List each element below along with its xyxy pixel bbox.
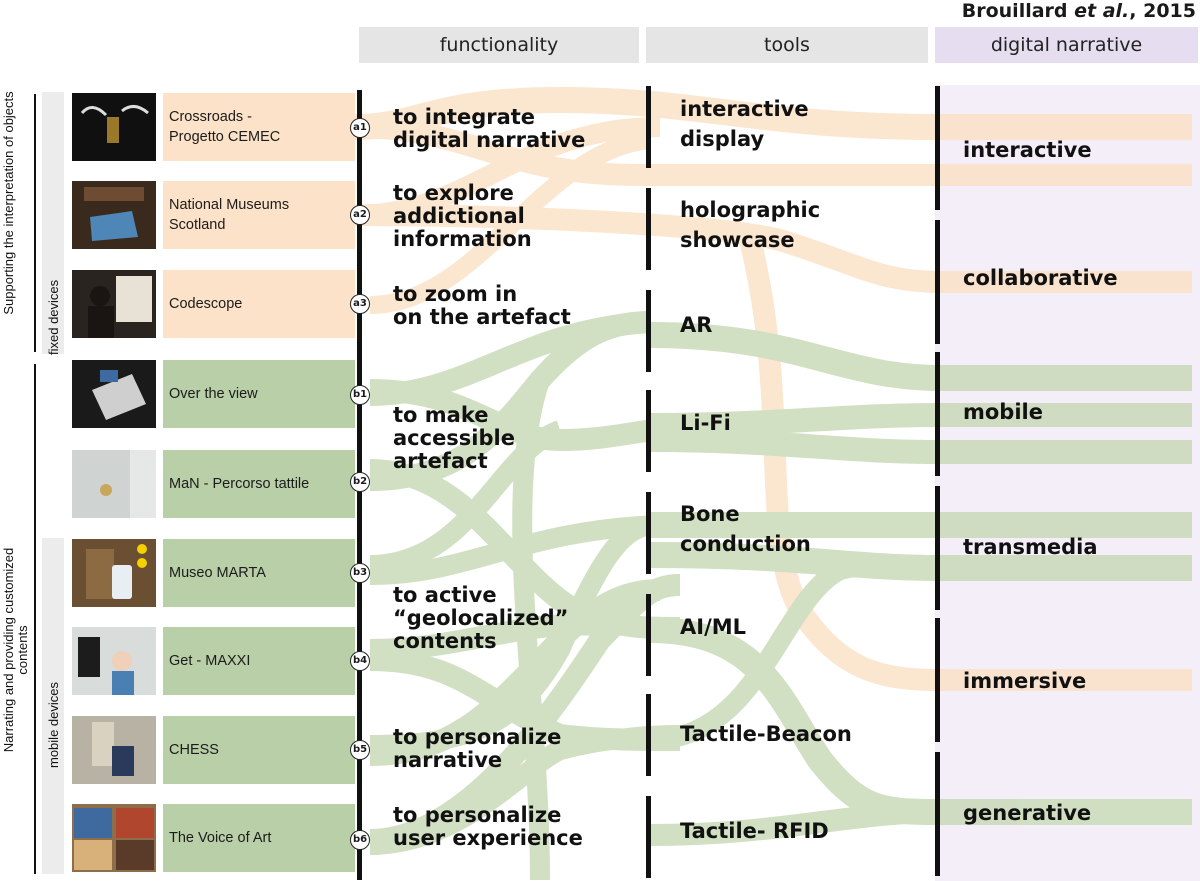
flow-ar-mobile [649, 322, 1192, 391]
header-tools: tools [646, 27, 928, 63]
header-functionality: functionality [359, 27, 639, 63]
thumbnail-national-museums [72, 181, 156, 249]
flow-left-green-up [512, 376, 550, 881]
narrative-immersive: immersive [963, 669, 1087, 693]
thumbnail-man-percorso [72, 450, 156, 518]
functionality-integrate-narrative: to integrate digital narrative [393, 105, 586, 152]
narrative-bar-immersive [935, 618, 940, 742]
badge-b2: b2 [350, 472, 370, 492]
badge-b6: b6 [350, 830, 370, 850]
badge-b5: b5 [350, 740, 370, 760]
functionality-personalize-experience: to personalize user experience [393, 803, 583, 850]
case-man-percorso: MaN - Percorso tattile [163, 450, 355, 518]
tool-tactile-beacon: Tactile-Beacon [680, 722, 852, 746]
narrative-generative: generative [963, 801, 1092, 825]
flow-b3-bone [369, 515, 661, 585]
tool-holographic-showcase: holographic showcase [680, 198, 821, 252]
tool-bar-ar [646, 290, 651, 372]
flow-lifi-mobile [649, 403, 1192, 437]
case-museo-marta: Museo MARTA [163, 539, 355, 607]
narrative-bar-collaborative [935, 220, 940, 344]
functionality-accessible-artefact: to make accessible artefact [393, 403, 515, 473]
group-label-fixed-devices: fixed devices [46, 279, 61, 355]
tool-bar-bone [646, 492, 651, 574]
narrative-column-background [935, 85, 1200, 881]
badge-b3: b3 [350, 563, 370, 583]
citation: Brouillard et al., 2015 [961, 0, 1196, 22]
case-voice-of-art: The Voice of Art [163, 804, 355, 872]
thumbnail-over-the-view [72, 360, 156, 428]
narrative-bar-generative [935, 752, 940, 876]
group-line-interpretation [34, 94, 36, 352]
narrative-interactive: interactive [963, 138, 1092, 162]
functionality-geolocalized-contents: to active “geolocalized” contents [393, 583, 569, 653]
tool-bar-ai-ml [646, 594, 651, 676]
tool-bar-holographic [646, 188, 651, 270]
group-label-interpretation: Supporting the interpretation of objects [1, 91, 16, 315]
group-label-mobile-devices: mobile devices [46, 682, 61, 768]
flow-a1-interactive [354, 86, 1192, 140]
flow-a3-interactive [369, 131, 652, 314]
functionality-personalize-narrative: to personalize narrative [393, 725, 562, 772]
flow-a1-holographic [354, 116, 1192, 187]
case-national-museums: National Museums Scotland [163, 181, 355, 249]
narrative-mobile: mobile [963, 400, 1043, 424]
flow-b6-rfid [369, 574, 681, 851]
narrative-bar-mobile [935, 352, 940, 476]
case-crossroads: Crossroads - Progetto CEMEC [163, 93, 355, 161]
thumbnail-voice-of-art [72, 804, 156, 872]
badge-a2: a2 [350, 205, 370, 225]
flow-lifi-mobile2 [649, 428, 1192, 464]
thumbnail-museo-marta [72, 539, 156, 607]
narrative-bar-transmedia [935, 486, 940, 610]
tool-tactile-rfid: Tactile- RFID [680, 819, 829, 843]
narrative-bar-interactive [935, 86, 940, 210]
badge-b4: b4 [350, 651, 370, 671]
tool-bone-conduction: Bone conduction [680, 502, 811, 556]
badge-a1: a1 [350, 118, 370, 138]
tool-li-fi: Li-Fi [680, 411, 731, 435]
functionality-zoom-artefact: to zoom in on the artefact [393, 282, 571, 329]
fixed-devices-band [42, 92, 64, 354]
thumbnail-crossroads [72, 93, 156, 161]
flow-b2-ai [369, 459, 681, 639]
narrative-transmedia: transmedia [963, 535, 1098, 559]
case-chess: CHESS [163, 716, 355, 784]
tool-bar-li-fi [646, 390, 651, 472]
narrative-collaborative: collaborative [963, 266, 1118, 290]
badge-b1: b1 [350, 385, 370, 405]
tool-ar: AR [680, 313, 713, 337]
case-get-maxxi: Get - MAXXI [163, 627, 355, 695]
tool-bar-interactive-display [646, 86, 651, 168]
case-over-the-view: Over the view [163, 360, 355, 428]
mobile-devices-band [42, 538, 64, 874]
thumbnail-get-maxxi [72, 627, 156, 695]
group-line-narrating [34, 364, 36, 874]
thumbnail-chess [72, 716, 156, 784]
case-codescope: Codescope [163, 270, 355, 338]
functionality-explore-information: to explore addictional information [393, 181, 532, 251]
flow-rfid-generative [649, 801, 941, 846]
tool-interactive-display: interactive display [680, 97, 809, 151]
group-label-narrating: Narrating and providing customized conte… [1, 547, 30, 753]
badge-a3: a3 [350, 294, 370, 314]
flow-b6-beacon [369, 725, 681, 855]
tool-bar-beacon [646, 694, 651, 776]
flow-b3-lifi [369, 420, 564, 575]
header-digital-narrative: digital narrative [935, 27, 1198, 63]
flow-a2-collaborative [354, 204, 1192, 293]
thumbnail-codescope [72, 270, 156, 338]
flow-b5-bone [369, 515, 653, 755]
flow-holo-immersive [739, 237, 1192, 691]
tool-ai-ml: AI/ML [680, 615, 747, 639]
tool-bar-rfid [646, 796, 651, 878]
flow-beacon-transmedia [649, 554, 941, 750]
